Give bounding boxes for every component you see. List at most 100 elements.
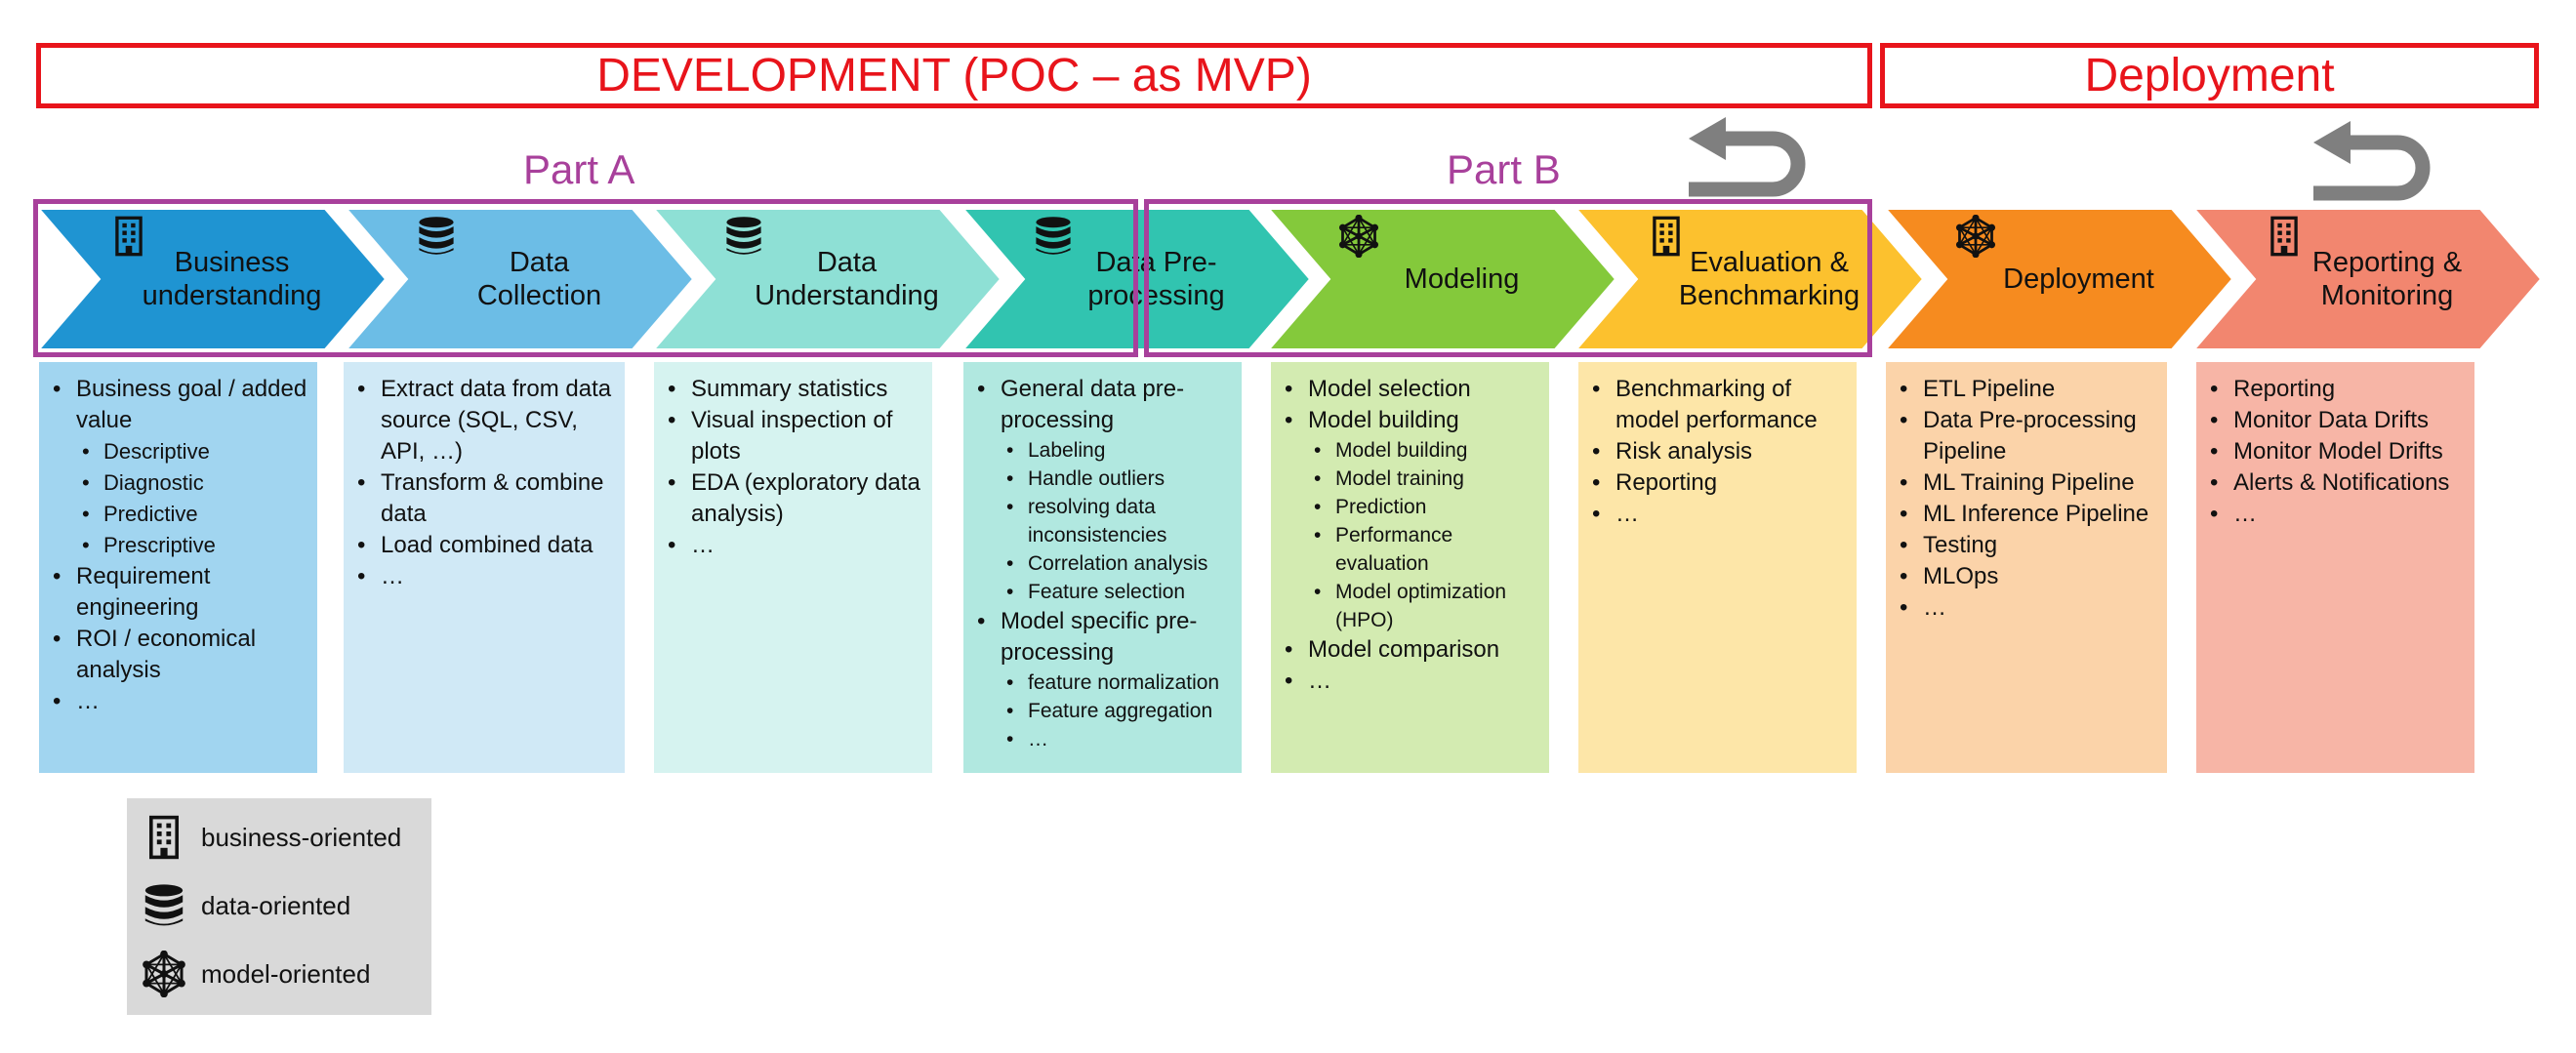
legend-label: model-oriented — [201, 958, 371, 989]
card-bullet-item: … — [2210, 499, 2465, 530]
card-bullet-item: Transform & combine data — [357, 467, 615, 530]
step-icon-wrap — [1954, 214, 1997, 263]
card-bullet-item: MLOps — [1900, 561, 2157, 592]
card-bullet-item: feature normalization — [977, 668, 1232, 697]
card-bullet-list: ReportingMonitor Data DriftsMonitor Mode… — [2210, 374, 2465, 530]
deployment-phase-header: Deployment — [1880, 43, 2539, 108]
card-bullet-item: … — [977, 725, 1232, 753]
card-bullet-item: Model building — [1285, 405, 1539, 436]
step-icon-wrap — [1337, 214, 1380, 263]
legend-row: data-oriented — [141, 876, 350, 935]
detail-card: Benchmarking of model performanceRisk an… — [1578, 362, 1857, 773]
step-icon-wrap — [1645, 215, 1688, 263]
chevron-shape — [2194, 209, 2541, 349]
step-icon-wrap — [722, 215, 765, 263]
database-icon — [419, 217, 454, 255]
card-bullet-item: Labeling — [977, 436, 1232, 465]
card-bullet-item: … — [1285, 666, 1539, 697]
step-icon-wrap — [1032, 215, 1075, 263]
detail-card: Model selectionModel buildingModel build… — [1271, 362, 1549, 773]
card-bullet-item: Load combined data — [357, 530, 615, 561]
card-bullet-item: Reporting — [1592, 467, 1847, 499]
card-bullet-item: Monitor Model Drifts — [2210, 436, 2465, 467]
card-bullet-item: Prescriptive — [53, 530, 307, 561]
card-bullet-item: … — [668, 530, 922, 561]
card-bullet-item: Feature aggregation — [977, 697, 1232, 725]
card-bullet-item: Model optimization (HPO) — [1285, 578, 1539, 634]
card-bullet-item: … — [1592, 499, 1847, 530]
card-bullet-item: EDA (exploratory data analysis) — [668, 467, 922, 530]
card-bullet-item: Diagnostic — [53, 467, 307, 499]
card-bullet-item: … — [53, 686, 307, 717]
part-b-frame — [1144, 199, 1872, 357]
card-bullet-item: Alerts & Notifications — [2210, 467, 2465, 499]
database-icon — [1036, 217, 1071, 255]
detail-card: ReportingMonitor Data DriftsMonitor Mode… — [2196, 362, 2474, 773]
loop-back-arrow-development — [1689, 117, 1806, 197]
card-bullet-item: Prediction — [1285, 493, 1539, 521]
detail-card: General data pre-processingLabelingHandl… — [963, 362, 1242, 773]
card-bullet-item: ML Inference Pipeline — [1900, 499, 2157, 530]
database-icon — [144, 884, 184, 926]
card-bullet-item: … — [357, 561, 615, 592]
card-bullet-item: Business goal / added value — [53, 374, 307, 436]
card-bullet-list: ETL PipelineData Pre-processing Pipeline… — [1900, 374, 2157, 624]
chevron-shape — [1576, 209, 1923, 349]
card-bullet-item: Model comparison — [1285, 634, 1539, 666]
step-chevron: Deployment — [1886, 209, 2232, 349]
development-phase-header: DEVELOPMENT (POC – as MVP) — [36, 43, 1872, 108]
legend-row: model-oriented — [141, 945, 370, 1003]
card-bullet-item: Monitor Data Drifts — [2210, 405, 2465, 436]
legend-label: data-oriented — [201, 890, 351, 920]
legend: business-oriented data-oriented model-orie… — [127, 798, 431, 1015]
card-bullet-item: ETL Pipeline — [1900, 374, 2157, 405]
card-bullet-item: Feature selection — [977, 578, 1232, 606]
card-bullet-list: Business goal / added valueDescriptiveDi… — [53, 374, 307, 717]
step-label: Reporting & Monitoring — [2311, 247, 2463, 311]
card-bullet-item: Predictive — [53, 499, 307, 530]
part-a-label: Part A — [523, 146, 635, 192]
card-bullet-list: Model selectionModel buildingModel build… — [1285, 374, 1539, 697]
step-label: Modeling — [1404, 263, 1520, 295]
legend-label: business-oriented — [201, 822, 402, 852]
card-bullet-item: Model selection — [1285, 374, 1539, 405]
part-b-label: Part B — [1447, 146, 1561, 192]
step-chevron: Data Understanding — [654, 209, 1001, 349]
network-icon — [1338, 214, 1379, 259]
card-bullet-list: Extract data from data source (SQL, CSV,… — [357, 374, 615, 592]
detail-card: Summary statisticsVisual inspection of p… — [654, 362, 932, 773]
card-bullet-item: Model training — [1285, 465, 1539, 493]
card-bullet-item: Benchmarking of model performance — [1592, 374, 1847, 436]
part-a-frame — [33, 199, 1138, 357]
card-bullet-item: Performance evaluation — [1285, 521, 1539, 578]
card-bullet-list: Summary statisticsVisual inspection of p… — [668, 374, 922, 561]
step-label: Business understanding — [142, 247, 322, 311]
deployment-phase-label: Deployment — [2084, 50, 2335, 101]
card-bullet-item: Model specific pre-processing — [977, 606, 1232, 668]
card-bullet-item: Summary statistics — [668, 374, 922, 405]
card-bullet-item: resolving data inconsistencies — [977, 493, 1232, 549]
development-phase-label: DEVELOPMENT (POC – as MVP) — [596, 50, 1312, 101]
step-label: Deployment — [2003, 263, 2154, 295]
step-label: Data Understanding — [755, 247, 939, 311]
step-chevron: Modeling — [1269, 209, 1615, 349]
card-bullet-list: Benchmarking of model performanceRisk an… — [1592, 374, 1847, 530]
detail-card: ETL PipelineData Pre-processing Pipeline… — [1886, 362, 2167, 773]
card-bullet-item: Data Pre-processing Pipeline — [1900, 405, 2157, 467]
card-bullet-item: General data pre-processing — [977, 374, 1232, 436]
card-bullet-item: Visual inspection of plots — [668, 405, 922, 467]
card-bullet-item: Model building — [1285, 436, 1539, 465]
building-icon — [1653, 216, 1680, 257]
step-chevron: Reporting & Monitoring — [2194, 209, 2541, 349]
card-bullet-item: ROI / economical analysis — [53, 624, 307, 686]
detail-card: Business goal / added valueDescriptiveDi… — [39, 362, 317, 773]
network-icon — [143, 951, 185, 997]
step-label: Data Collection — [476, 247, 602, 311]
step-icon-wrap — [415, 215, 458, 263]
network-icon — [1955, 214, 1996, 259]
step-label: Evaluation & Benchmarking — [1678, 247, 1860, 311]
step-icon-wrap — [107, 215, 150, 263]
card-bullet-item: Testing — [1900, 530, 2157, 561]
building-icon — [115, 216, 143, 257]
legend-row: business-oriented — [141, 808, 401, 867]
